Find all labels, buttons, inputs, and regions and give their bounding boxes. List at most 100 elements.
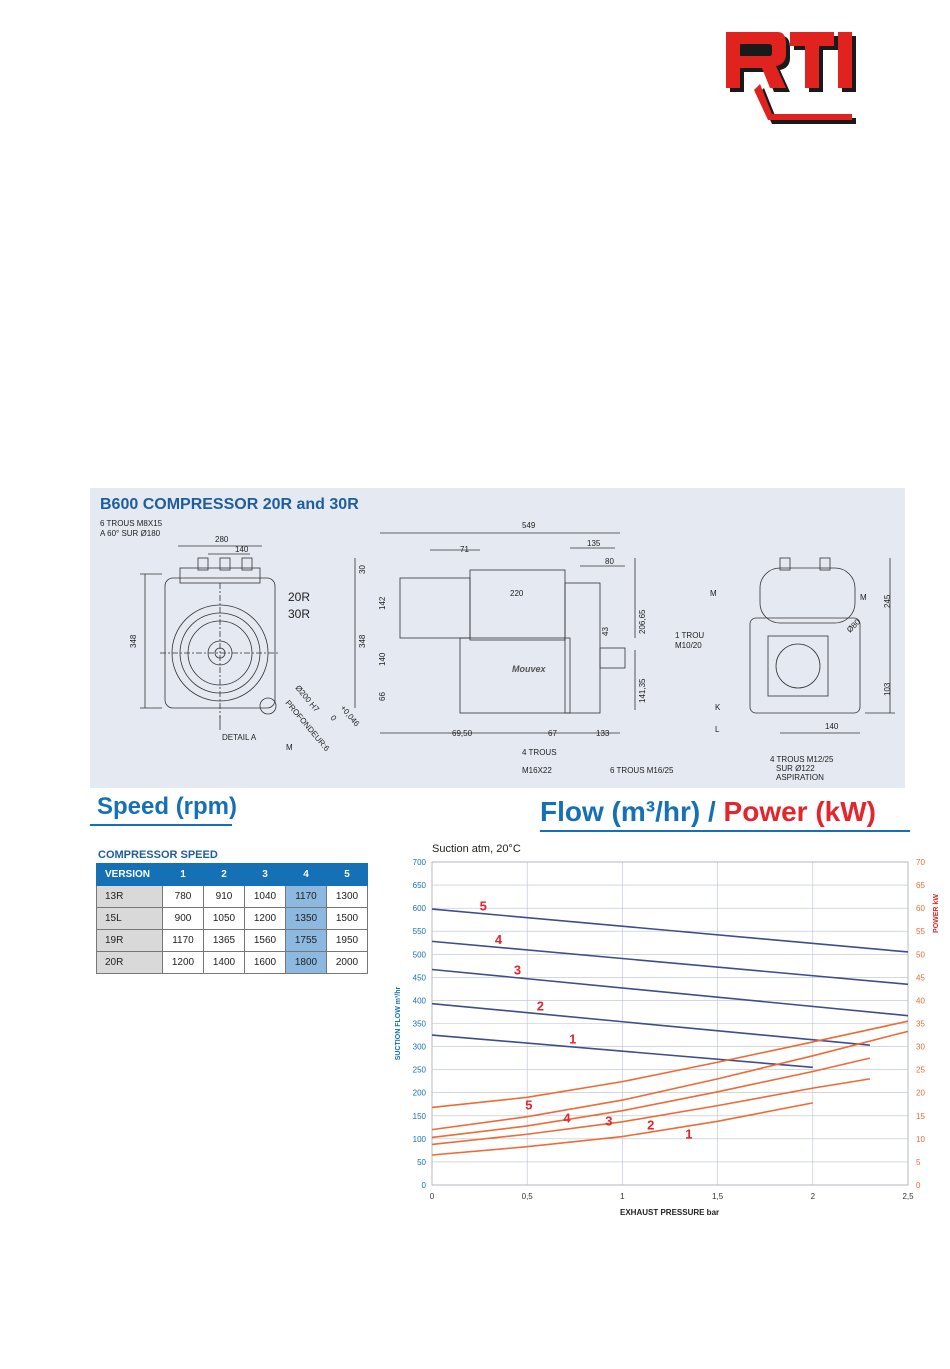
- table-cell: 2000: [326, 951, 368, 974]
- y2-tick-label: 50: [916, 950, 925, 959]
- anno-trous6: 6 TROUS M16/25: [610, 766, 674, 775]
- chart-svg: 0501001502002503003504004505005506006507…: [395, 843, 940, 1217]
- y-tick-label: 0: [422, 1181, 427, 1190]
- anno-asp-2: SUR Ø122: [776, 764, 815, 773]
- table-cell-highlight: 1800: [285, 951, 327, 974]
- front-view: [140, 545, 280, 730]
- header-speed-4: 4: [285, 863, 327, 886]
- anno-dim-348a: 348: [129, 634, 138, 648]
- y-tick-label: 600: [413, 904, 427, 913]
- table-row: 13R 780 910 1040 1170 1300: [96, 885, 368, 908]
- flow-line-label-4: 4: [495, 932, 503, 947]
- flow-line-5: [431, 908, 909, 953]
- table-cell: 910: [203, 885, 245, 908]
- power-curve-1: [431, 1102, 813, 1156]
- y-tick-label: 650: [413, 881, 427, 890]
- logo-main: [726, 32, 852, 120]
- table-cell: 1365: [203, 929, 245, 952]
- power-heading-text: Power (kW): [723, 796, 877, 827]
- anno-bore-3: 0: [328, 714, 338, 724]
- table-row: 15L 900 1050 1200 1350 1500: [96, 907, 368, 930]
- y-tick-label: 150: [413, 1112, 427, 1121]
- flow-heading-text: Flow (m³/hr) /: [540, 796, 716, 827]
- end-view: [749, 557, 895, 734]
- anno-dim-20665: 206,65: [638, 609, 647, 634]
- power-curve-label-4: 4: [563, 1110, 571, 1125]
- anno-dim-103: 103: [883, 682, 892, 696]
- table-cell: 1040: [244, 885, 286, 908]
- x-tick-label: 2,5: [902, 1192, 914, 1201]
- y2-tick-label: 20: [916, 1089, 925, 1098]
- table-cell-highlight: 1755: [285, 929, 327, 952]
- y2-tick-label: 35: [916, 1020, 925, 1029]
- anno-dim-30: 30: [358, 565, 367, 574]
- power-curve-2: [431, 1078, 871, 1146]
- drawing-title: B600 COMPRESSOR 20R and 30R: [100, 496, 359, 513]
- anno-dim-80: 80: [605, 557, 614, 566]
- power-curve-label-2: 2: [647, 1118, 654, 1133]
- x-tick-label: 0: [430, 1192, 435, 1201]
- table-cell: 1500: [326, 907, 368, 930]
- y-tick-label: 500: [413, 950, 427, 959]
- y-axis-label: SUCTION FLOW m³/hr: [395, 986, 402, 1060]
- anno-dim-245: 245: [883, 594, 892, 608]
- flow-heading-rule: [540, 830, 910, 832]
- table-cell: 900: [162, 907, 204, 930]
- y-tick-label: 300: [413, 1043, 427, 1052]
- header-version: VERSION: [96, 863, 163, 886]
- anno-m-b: M: [710, 589, 717, 598]
- header-speed-3: 3: [244, 863, 286, 886]
- flow-line-label-2: 2: [537, 999, 544, 1014]
- y-tick-label: 450: [413, 973, 427, 982]
- anno-asp-3: ASPIRATION: [776, 773, 824, 782]
- power-curve-4: [431, 1030, 909, 1131]
- table-row: 20R 1200 1400 1600 1800 2000: [96, 951, 368, 974]
- y-tick-label: 350: [413, 1020, 427, 1029]
- cell-version: 19R: [96, 929, 163, 952]
- table-cell: 1050: [203, 907, 245, 930]
- y2-axis-label: POWER kW: [933, 894, 940, 933]
- anno-dim-71: 71: [460, 545, 469, 554]
- y-tick-label: 100: [413, 1135, 427, 1144]
- header-speed-1: 1: [162, 863, 204, 886]
- logo-shadow: [730, 36, 856, 124]
- table-cell: 1950: [326, 929, 368, 952]
- y2-tick-label: 30: [916, 1043, 925, 1052]
- flow-power-heading: Flow (m³/hr) / Power (kW): [540, 796, 876, 828]
- anno-l: L: [715, 725, 720, 734]
- y-tick-label: 400: [413, 996, 427, 1005]
- anno-dim-66: 66: [378, 692, 387, 701]
- speed-heading-rule: [90, 824, 232, 826]
- anno-trous4-1: 4 TROUS: [522, 748, 557, 757]
- anno-dim-43: 43: [601, 627, 610, 636]
- power-curve-label-3: 3: [605, 1113, 612, 1128]
- table-cell: 1400: [203, 951, 245, 974]
- y2-tick-label: 15: [916, 1112, 925, 1121]
- anno-model-20r: 20R: [288, 590, 310, 604]
- table-cell: 780: [162, 885, 204, 908]
- anno-dim-348b: 348: [358, 634, 367, 648]
- anno-dim-140a: 140: [235, 545, 249, 554]
- anno-holes-top-1: 6 TROUS M8X15: [100, 519, 163, 528]
- anno-dim-549: 549: [522, 521, 536, 530]
- y2-tick-label: 25: [916, 1066, 925, 1075]
- table-cell: 1300: [326, 885, 368, 908]
- x-axis-label: EXHAUST PRESSURE bar: [620, 1208, 719, 1217]
- anno-dim-220: 220: [510, 589, 524, 598]
- y2-tick-label: 45: [916, 973, 925, 982]
- side-view: [354, 532, 636, 734]
- table-row: 19R 1170 1365 1560 1755 1950: [96, 929, 368, 952]
- anno-dim-140c: 140: [825, 722, 839, 731]
- table-cell: 1170: [162, 929, 204, 952]
- speed-table-title: COMPRESSOR SPEED: [98, 849, 218, 861]
- table-cell: 1200: [244, 907, 286, 930]
- anno-dim-280: 280: [215, 535, 229, 544]
- flow-line-label-3: 3: [514, 962, 521, 977]
- anno-m-c: M: [860, 593, 867, 602]
- y2-tick-label: 55: [916, 927, 925, 936]
- anno-trou-2: M10/20: [675, 641, 702, 650]
- flow-line-2: [431, 1002, 870, 1046]
- header-speed-2: 2: [203, 863, 245, 886]
- cell-version: 15L: [96, 907, 163, 930]
- anno-dim-6950: 69,50: [452, 729, 473, 738]
